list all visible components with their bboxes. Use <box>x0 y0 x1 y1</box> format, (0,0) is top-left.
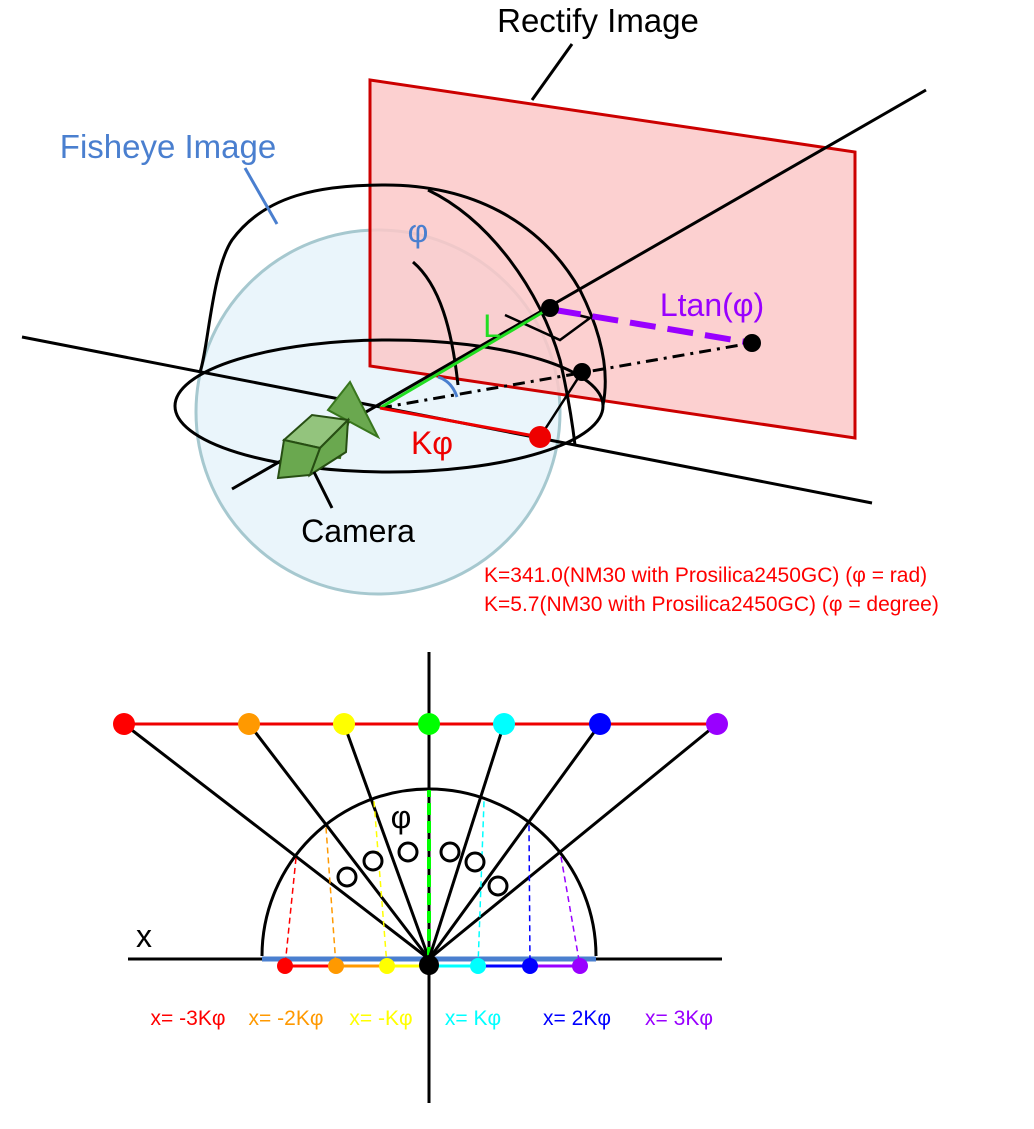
fisheye-image-label: Fisheye Image <box>60 128 276 165</box>
rays-group <box>123 722 718 961</box>
x-position-label: x= -2Kφ <box>249 1007 324 1030</box>
equator-ellipse <box>173 338 605 474</box>
bottom-points <box>277 958 588 974</box>
drop-line <box>373 801 388 967</box>
ltan-label: Ltan(φ) <box>660 287 764 323</box>
ray-line <box>123 722 430 961</box>
camera-leader-line <box>312 471 334 509</box>
ray-line <box>342 723 431 960</box>
rectified-point <box>113 713 135 735</box>
top-points <box>113 713 728 735</box>
angle-marker <box>397 841 419 863</box>
semicircle <box>260 787 598 957</box>
dome-outline <box>198 183 607 406</box>
angle-markers <box>336 841 509 897</box>
k-rad-note: K=341.0(NM30 with Prosilica2450GC) (φ = … <box>484 564 927 587</box>
x-axis-label: x <box>136 918 152 954</box>
l-label: L <box>483 308 501 344</box>
drop-line <box>477 801 485 967</box>
camera-icon <box>276 380 381 480</box>
phi-label: φ <box>408 213 429 249</box>
drop-line <box>284 857 297 967</box>
top-diagram: Rectify Image Fisheye Image φ L Ltan(φ) … <box>21 2 939 616</box>
projected-point <box>522 958 538 974</box>
rectified-point <box>333 713 355 735</box>
bottom-diagram: x φ x= -3Kφ x= -2Kφ x= -Kφ x= Kφ x= 2Kφ x= 3K… <box>113 652 728 1103</box>
ray-line <box>427 723 602 960</box>
angle-marker <box>336 866 358 888</box>
projected-point <box>572 958 588 974</box>
camera-label: Camera <box>301 513 415 549</box>
x-labels: x= -3Kφ x= -2Kφ x= -Kφ x= Kφ x= 2Kφ x= 3Kφ <box>151 1007 713 1030</box>
drop-line <box>560 856 581 967</box>
phi-leader-line <box>412 260 460 386</box>
ray-line <box>427 723 506 960</box>
angle-marker <box>362 850 384 872</box>
phi-angle-arc <box>437 375 459 398</box>
rectify-leader-line <box>530 43 574 101</box>
angle-marker <box>464 851 486 873</box>
x-position-label: x= 3Kφ <box>645 1007 713 1030</box>
fisheye-point <box>529 426 551 448</box>
projected-point <box>277 958 293 974</box>
drop-line <box>528 825 531 967</box>
origin-point <box>419 955 439 975</box>
rectified-point <box>238 713 260 735</box>
k-degree-note: K=5.7(NM30 with Prosilica2450GC) (φ = de… <box>484 593 939 616</box>
rectified-point <box>589 713 611 735</box>
rectified-point <box>706 713 728 735</box>
rectify-image-label: Rectify Image <box>497 2 699 39</box>
angle-marker <box>439 841 461 863</box>
rectified-point <box>418 713 440 735</box>
kphi-label: Kφ <box>411 425 453 461</box>
projected-point <box>470 958 486 974</box>
drops-group <box>284 801 581 967</box>
projected-point <box>328 958 344 974</box>
x-position-label: x= 2Kφ <box>543 1007 611 1030</box>
l-line <box>379 306 551 410</box>
rectified-point <box>743 334 761 352</box>
equator-point <box>573 363 591 381</box>
x-position-label: x= -3Kφ <box>151 1007 226 1030</box>
ray-line <box>247 723 431 960</box>
fisheye-leader-line <box>243 167 279 225</box>
ltan-line <box>554 307 753 346</box>
ray-line <box>428 722 718 961</box>
phi-bottom-label: φ <box>391 799 412 835</box>
angle-marker <box>487 875 509 897</box>
sphere-point <box>541 299 559 317</box>
dome-meridian <box>427 188 577 446</box>
rectified-point <box>493 713 515 735</box>
drop-line <box>325 827 337 967</box>
kphi-line <box>379 406 541 439</box>
x-position-label: x= -Kφ <box>349 1007 412 1030</box>
meridian-connector <box>538 371 584 438</box>
projection-line <box>379 341 753 410</box>
x-position-label: x= Kφ <box>445 1007 501 1030</box>
projected-point <box>379 958 395 974</box>
